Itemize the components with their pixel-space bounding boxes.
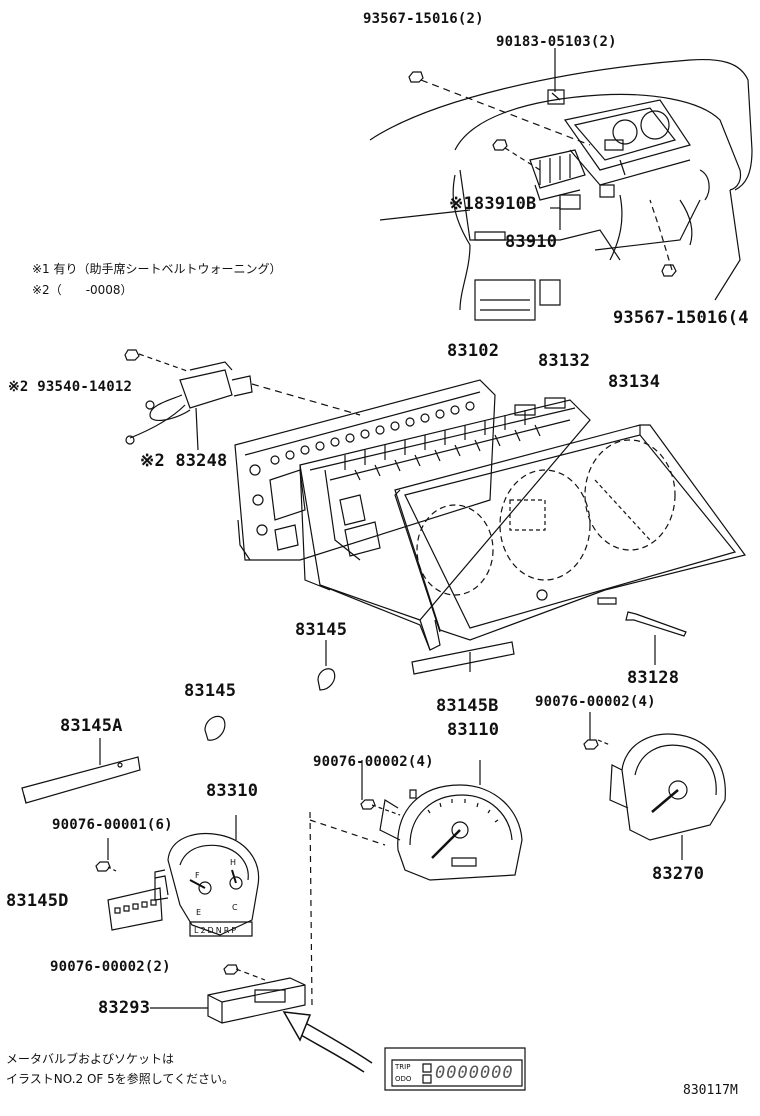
label-83270: 83270: [652, 864, 705, 884]
label-83128: 83128: [627, 668, 680, 688]
label-83145B: 83145B: [436, 696, 499, 716]
label-90076-2: 90076-00002(2): [50, 959, 171, 975]
label-83145A: 83145A: [60, 716, 123, 736]
housing-83132: [300, 398, 590, 650]
label-90076-4-mid: 90076-00002(4): [313, 754, 434, 770]
pointer-arrow: [284, 1012, 372, 1072]
label-93567-right: 93567-15016(4: [613, 308, 749, 328]
label-83132: 83132: [538, 351, 591, 371]
sensor-83248: [125, 350, 360, 450]
label-83102: 83102: [447, 341, 500, 361]
figure-reference: 830117M: [683, 1083, 738, 1098]
label-83134: 83134: [608, 372, 661, 392]
module-83293: [150, 812, 385, 1023]
label-83145-left: 83145: [184, 681, 237, 701]
label-83310: 83310: [206, 781, 259, 801]
bulbs-83145: [205, 640, 335, 740]
odo-display-box: [385, 1048, 525, 1090]
svg-text:H: H: [230, 858, 236, 867]
note-1: ※1 有り（助手席シートベルトウォーニング）: [32, 262, 282, 276]
strip-83145B: [412, 642, 514, 674]
label-83293: 83293: [98, 998, 151, 1018]
svg-text:C: C: [232, 903, 238, 912]
label-83145D: 83145D: [6, 891, 69, 911]
label-93540: ※2 93540-14012: [8, 379, 133, 395]
speedometer-83110: [380, 760, 522, 880]
knob-83128: [626, 612, 686, 665]
label-83910b: ※183910B: [449, 194, 537, 214]
strip-83145A: [22, 738, 140, 803]
gauge-83310: F H E C L2DNRP: [155, 815, 259, 936]
bottom-note-line1: メータバルブおよびソケットは: [6, 1052, 175, 1066]
label-90076-6: 90076-00001(6): [52, 817, 173, 833]
note-2: ※2（ -0008）: [32, 283, 133, 297]
svg-text:E: E: [196, 908, 201, 917]
switch-83910: [530, 150, 585, 200]
label-83910: 83910: [505, 232, 558, 252]
screws-lower: [96, 712, 598, 980]
svg-text:L2DNRP: L2DNRP: [194, 926, 238, 935]
back-plate-83102: [235, 380, 495, 560]
strip-83145D: [108, 876, 168, 930]
dashboard-outline: [370, 60, 752, 320]
dash-cluster-small: [548, 90, 690, 185]
tachometer-83270: [598, 734, 725, 860]
lens-83134: [395, 425, 745, 650]
trip-label: TRIP: [395, 1063, 411, 1071]
dash-screws: [409, 48, 676, 276]
odo-digits: 0000000: [435, 1063, 514, 1083]
label-83110: 83110: [447, 720, 500, 740]
bottom-note-line2: イラストNO.2 OF 5を参照してください。: [6, 1072, 235, 1086]
label-90183: 90183-05103(2): [496, 34, 617, 50]
label-93567-top: 93567-15016(2): [363, 11, 484, 27]
svg-text:F: F: [195, 871, 200, 880]
label-83145-mid: 83145: [295, 620, 348, 640]
label-90076-4-right: 90076-00002(4): [535, 694, 656, 710]
label-83248: ※2 83248: [140, 451, 228, 471]
odo-label: ODO: [395, 1075, 412, 1083]
